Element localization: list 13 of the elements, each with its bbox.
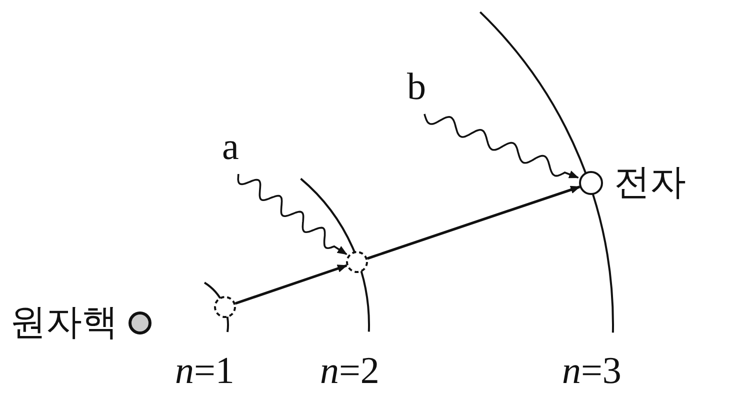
transition-arrow xyxy=(367,186,581,260)
photon-label: b xyxy=(407,68,426,106)
photon-wavy-arrow xyxy=(424,114,579,178)
orbit-label: n=2 xyxy=(320,352,380,390)
orbit-label: n=3 xyxy=(562,352,622,390)
transition-arrow xyxy=(235,264,348,305)
electron-position-circle xyxy=(345,250,369,274)
node-label: 전자 xyxy=(614,165,686,201)
electron-position-circle xyxy=(213,295,237,319)
node-label: 원자핵 xyxy=(10,305,118,341)
photon-wavy-arrow xyxy=(237,174,348,255)
orbit-label: n=1 xyxy=(175,352,234,390)
photon-label: a xyxy=(222,128,239,166)
